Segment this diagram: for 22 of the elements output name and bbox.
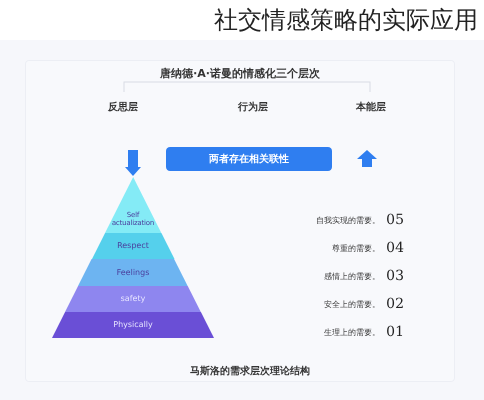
level-number: 05 bbox=[386, 212, 404, 228]
need-text: 自我实现的需要。 bbox=[316, 214, 380, 226]
need-text: 安全上的需要。 bbox=[324, 298, 380, 310]
level-number: 04 bbox=[386, 240, 404, 256]
arrow bbox=[125, 150, 141, 176]
need-text: 尊重的需要。 bbox=[332, 242, 380, 254]
level-number: 03 bbox=[386, 268, 404, 284]
layer-label: Respect bbox=[116, 241, 150, 251]
level-label: 行为层 bbox=[218, 100, 288, 114]
level-number: 01 bbox=[386, 324, 404, 340]
layer-label: Physically bbox=[112, 320, 154, 330]
layer-label: Feelings bbox=[116, 268, 150, 278]
layer-label: safety bbox=[120, 294, 146, 304]
level-number: 02 bbox=[386, 296, 404, 312]
level-label: 反思层 bbox=[88, 100, 158, 114]
level-label: 本能层 bbox=[336, 100, 406, 114]
title: 社交情感策略的实际应用 bbox=[214, 5, 478, 36]
caption: 马斯洛的需求层次理论结构 bbox=[189, 364, 311, 378]
need-text: 感情上的需要。 bbox=[324, 270, 380, 282]
heading: 唐纳德·A·诺曼的情感化三个层次 bbox=[159, 66, 321, 81]
relation-button: 两者存在相关联性 bbox=[166, 147, 332, 171]
need-text: 生理上的需要。 bbox=[324, 326, 380, 338]
